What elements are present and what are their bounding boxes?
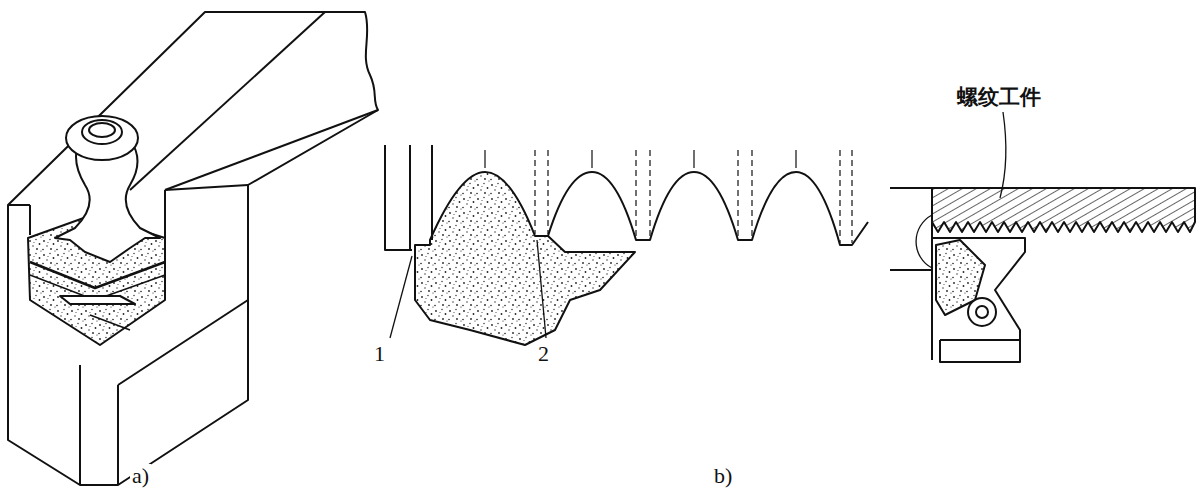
drawing-stroke	[890, 187, 932, 189]
drawing-stroke	[535, 150, 852, 243]
drawing-stroke	[940, 340, 1020, 362]
drawing-stroke	[130, 12, 325, 190]
drawing-stroke	[7, 210, 9, 440]
drawing-stroke	[916, 215, 932, 268]
drawing-stroke	[8, 12, 378, 485]
drawing-stroke	[548, 172, 868, 245]
drawing-stroke	[117, 385, 119, 485]
drawing-stroke	[485, 150, 796, 168]
drawing-stroke	[415, 172, 635, 345]
callout-number: 1	[372, 342, 387, 366]
thread-profile	[385, 145, 868, 250]
drawing-stroke	[66, 116, 138, 160]
insert-profile	[415, 172, 635, 345]
thread-workpiece	[890, 188, 1195, 232]
drawing-stroke	[79, 365, 81, 485]
drawing-stroke	[968, 298, 996, 326]
drawing-stroke	[390, 256, 412, 338]
drawing-stroke	[485, 150, 796, 168]
clamp-lever	[55, 116, 160, 262]
drawing-stroke	[976, 306, 988, 318]
drawing-stroke	[1000, 112, 1006, 198]
drawing-stroke	[30, 262, 165, 288]
drawing-stroke	[931, 195, 933, 360]
drawing-stroke	[537, 240, 546, 338]
drawing-stroke	[90, 315, 130, 330]
drawing-stroke	[385, 145, 432, 250]
drawing-stroke	[82, 120, 122, 144]
drawing-stroke	[165, 110, 378, 190]
drawing-stroke	[932, 238, 1025, 340]
part-label: 螺纹工件	[955, 86, 1043, 109]
callout-number: 2	[536, 342, 551, 366]
subfigure-label: b)	[712, 464, 734, 488]
holder-section	[890, 195, 1025, 362]
drawing-stroke	[932, 188, 1195, 232]
subfigure-label: a)	[130, 464, 151, 488]
drawing-stroke	[890, 269, 932, 271]
tool-holder	[8, 12, 378, 485]
leader-lines	[390, 112, 1006, 338]
drawing-stroke	[60, 296, 135, 304]
drawing-stroke	[535, 150, 852, 243]
drawing-stroke	[89, 123, 115, 137]
